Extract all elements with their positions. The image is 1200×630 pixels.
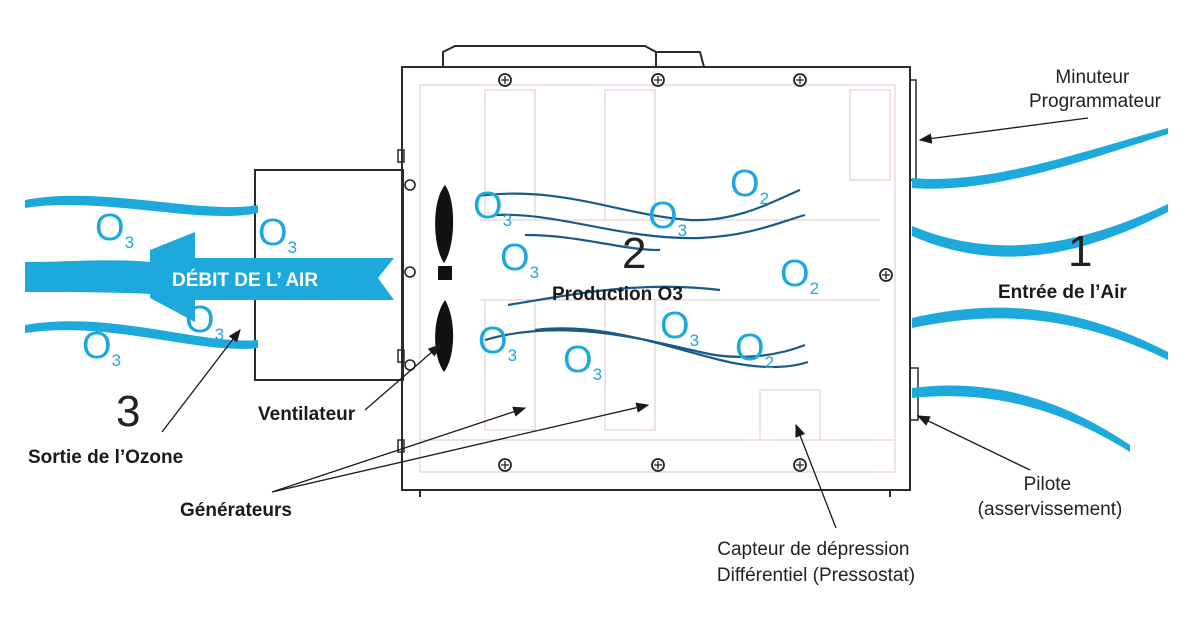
svg-text:O3: O3 bbox=[185, 299, 224, 344]
internal-air-flow bbox=[477, 188, 809, 369]
ozone-molecule: O3 bbox=[648, 195, 687, 240]
screw-icon bbox=[498, 458, 512, 472]
svg-text:O2: O2 bbox=[735, 327, 774, 372]
screw-icon bbox=[651, 73, 665, 87]
screw-icon bbox=[651, 458, 665, 472]
generators-label: Générateurs bbox=[180, 500, 292, 521]
leader-lines bbox=[161, 117, 1089, 529]
screw-icon bbox=[404, 359, 416, 371]
ozone-molecule: O3 bbox=[500, 237, 539, 282]
svg-text:O3: O3 bbox=[473, 185, 512, 230]
svg-text:O3: O3 bbox=[660, 305, 699, 350]
screw-icon bbox=[498, 73, 512, 87]
ozone-molecule: O3 bbox=[82, 325, 121, 370]
stage-number-intake: 1 bbox=[1068, 227, 1092, 276]
screw-icon bbox=[404, 179, 416, 191]
pressure-sensor-label: Capteur de dépression Différentiel (Pres… bbox=[717, 539, 915, 586]
intake-air-flow bbox=[912, 128, 1168, 452]
ozone-molecule: O3 bbox=[563, 339, 602, 384]
fan-icon bbox=[435, 185, 454, 372]
ozone-molecule: O3 bbox=[185, 299, 224, 344]
svg-text:O2: O2 bbox=[730, 163, 769, 208]
screw-icon bbox=[793, 458, 807, 472]
ozone-molecule: O3 bbox=[660, 305, 699, 350]
svg-text:O2: O2 bbox=[780, 253, 819, 298]
svg-text:O3: O3 bbox=[478, 320, 517, 365]
stage-number-production: 2 bbox=[622, 229, 646, 278]
pilot-label: Pilote (asservissement) bbox=[978, 474, 1123, 520]
svg-text:O3: O3 bbox=[82, 325, 121, 370]
svg-text:O3: O3 bbox=[258, 212, 297, 257]
screw-icon bbox=[879, 268, 893, 282]
ozone-molecule: O3 bbox=[478, 320, 517, 365]
timer-label: Minuteur Programmateur bbox=[1029, 67, 1162, 112]
screw-icon bbox=[793, 73, 807, 87]
svg-text:O3: O3 bbox=[95, 207, 134, 252]
svg-text:O3: O3 bbox=[563, 339, 602, 384]
stage-label-output: Sortie de l’Ozone bbox=[28, 447, 183, 468]
airflow-direction-arrow bbox=[25, 232, 394, 322]
svg-text:O3: O3 bbox=[500, 237, 539, 282]
svg-text:O3: O3 bbox=[648, 195, 687, 240]
stage-label-production: Production O3 bbox=[552, 284, 683, 305]
oxygen-molecule: O2 bbox=[735, 327, 774, 372]
oxygen-molecule: O2 bbox=[730, 163, 769, 208]
exhaust-air-flow bbox=[25, 195, 258, 349]
ozone-molecule: O3 bbox=[258, 212, 297, 257]
oxygen-molecule: O2 bbox=[780, 253, 819, 298]
ozone-molecule: O3 bbox=[473, 185, 512, 230]
ozone-molecule: O3 bbox=[95, 207, 134, 252]
stage-number-output: 3 bbox=[116, 387, 140, 436]
fan-label: Ventilateur bbox=[258, 404, 356, 425]
stage-label-intake: Entrée de l’Air bbox=[998, 282, 1127, 303]
screw-icon bbox=[404, 266, 416, 278]
device-housing bbox=[254, 45, 919, 497]
airflow-arrow-label: DÉBIT DE L’ AIR bbox=[172, 269, 318, 291]
